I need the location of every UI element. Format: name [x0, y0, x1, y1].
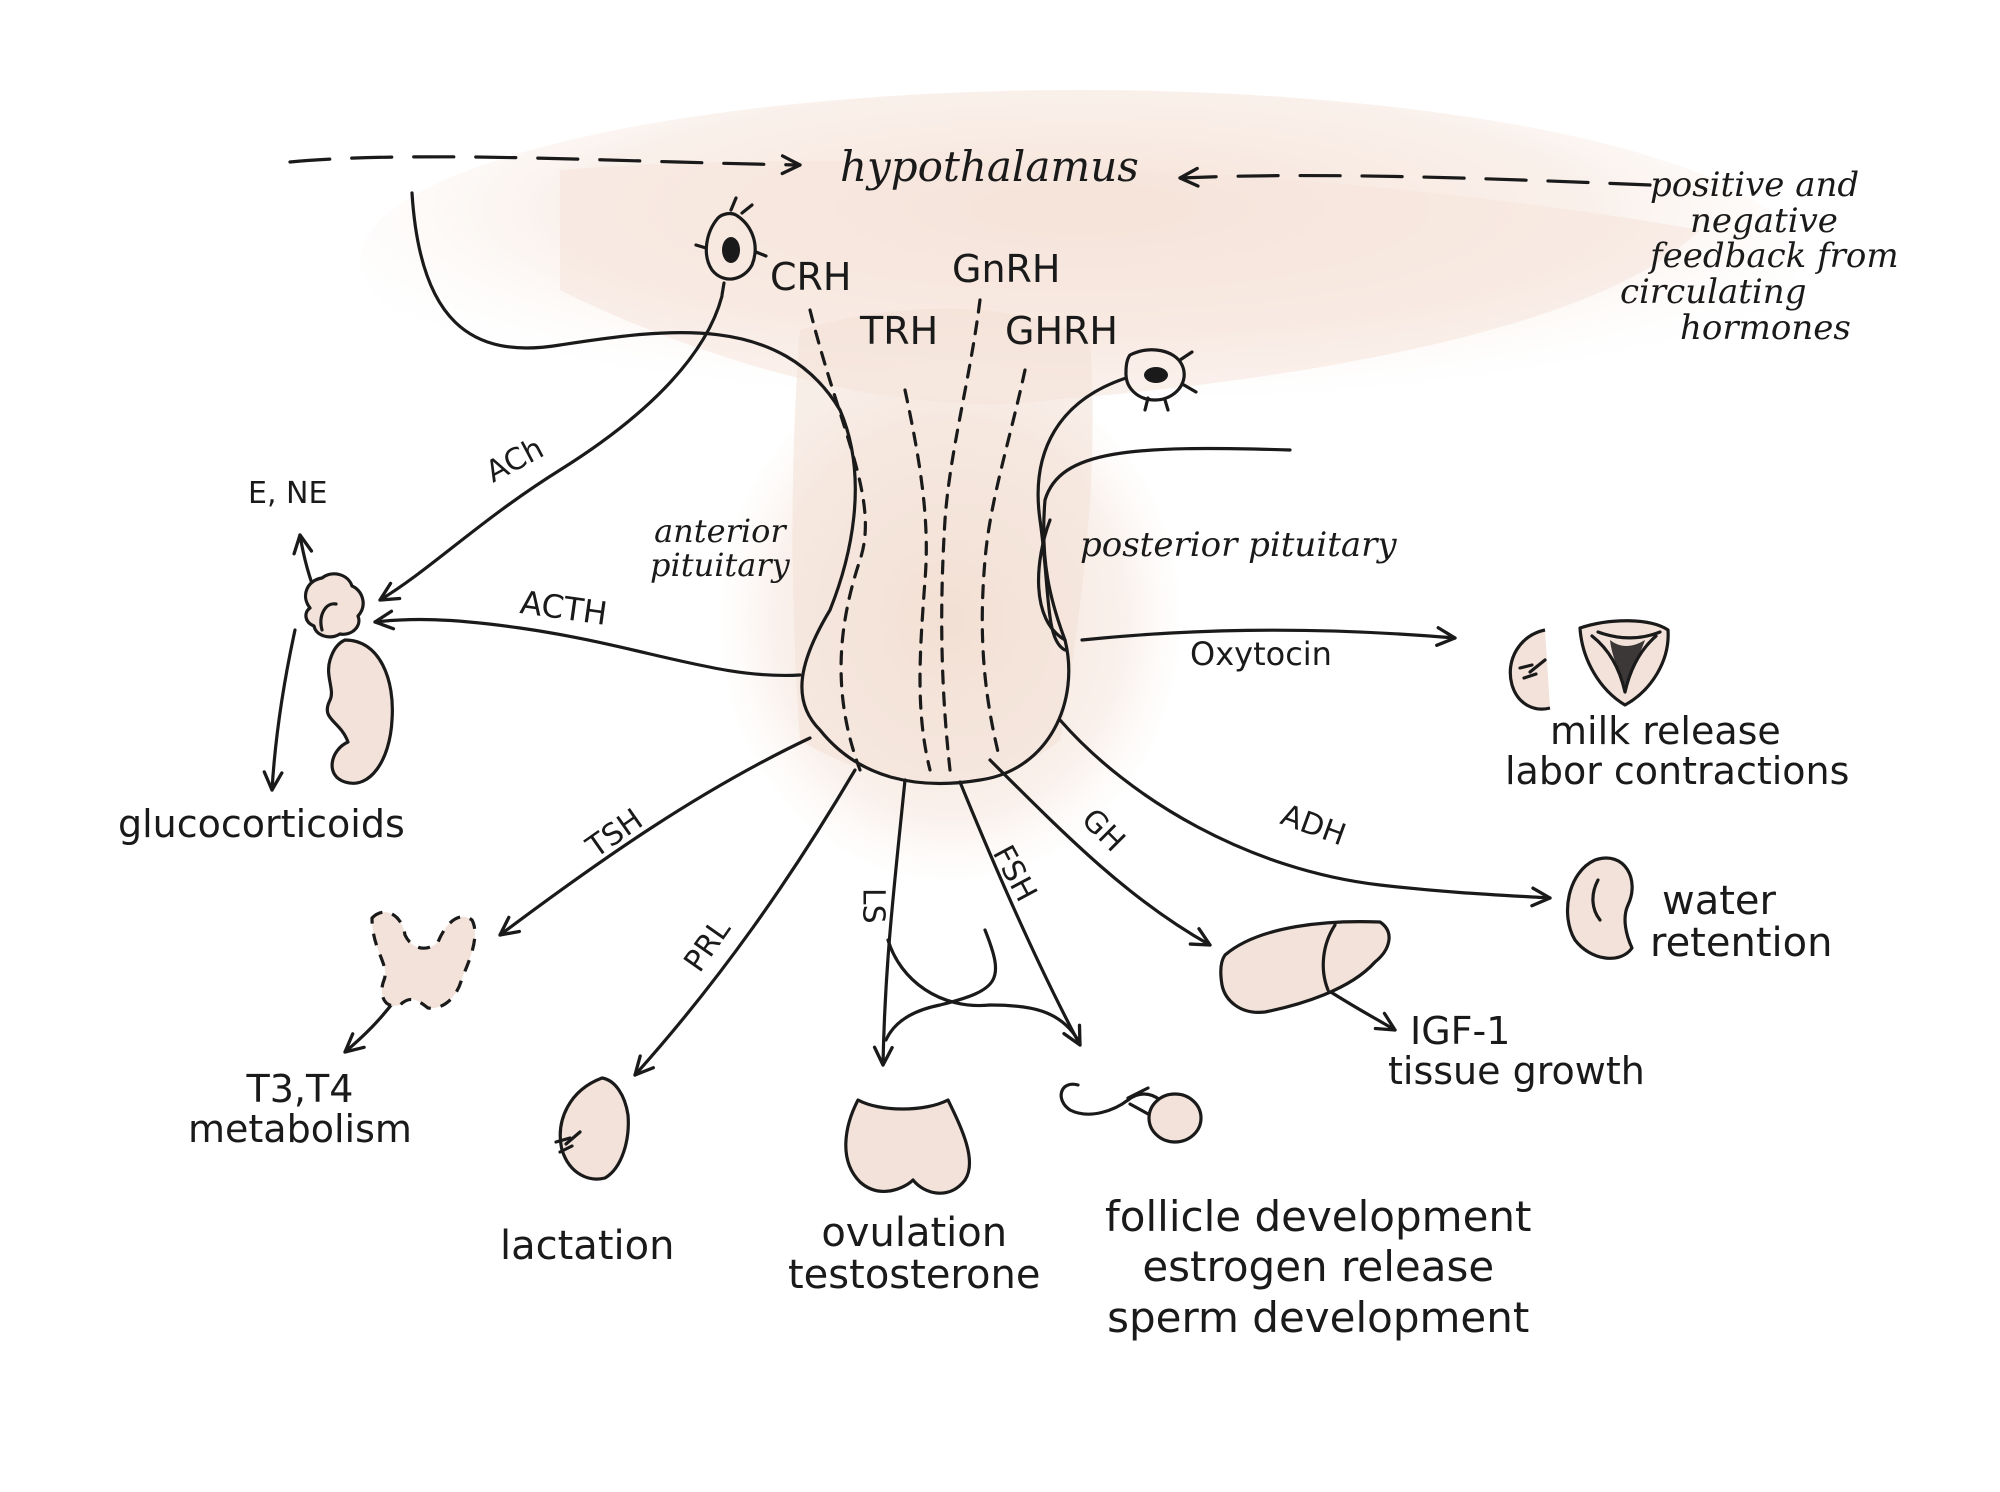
releasing-hormone-lines [808, 298, 1027, 772]
trh-label: TRH [860, 309, 939, 353]
ovulation-line-2: testosterone [788, 1252, 1041, 1298]
follicle-line-2: estrogen release [1142, 1242, 1495, 1292]
milk-line-1: milk release [1550, 709, 1781, 753]
e-ne-label: E, NE [248, 476, 328, 511]
milk-line-2: labor contractions [1505, 748, 1850, 793]
water-line-2: retention [1650, 920, 1833, 966]
hypothalamus-label: hypothalamus [840, 142, 1139, 191]
sperm-ovum-icon [1059, 1082, 1203, 1144]
t3t4-label: T3,T4 metabolism [188, 1067, 412, 1151]
neuron-right [1036, 348, 1198, 652]
ghrh-label: GHRH [1005, 309, 1118, 353]
anterior-line-1: anterior [654, 512, 786, 550]
follicle-line-1: follicle development [1105, 1192, 1532, 1241]
breast-icon-lactation [554, 1076, 630, 1181]
oxytocin-label: Oxytocin [1190, 635, 1332, 673]
adrenal-kidney-icon [304, 572, 394, 785]
lh-label: LS [855, 887, 891, 924]
feedback-label: positive and negative feedback from circ… [1620, 165, 1899, 348]
igf-line-2: tissue growth [1388, 1048, 1645, 1093]
ovulation-label: ovulation testosterone [788, 1212, 1040, 1296]
gnrh-label: GnRH [952, 247, 1061, 291]
feedback-line-5: hormones [1680, 307, 1851, 348]
thyroid-icon [370, 910, 477, 1010]
feedback-line-3: feedback from [1650, 236, 1899, 277]
uterus-icon [1578, 619, 1670, 707]
testes-icon [844, 1098, 971, 1195]
neuron-left [378, 196, 768, 602]
kidney-icon [1565, 856, 1634, 960]
follicle-line-3: sperm development [1107, 1292, 1530, 1342]
feedback-line-1: positive and [1650, 165, 1860, 205]
water-line-1: water [1662, 878, 1776, 924]
milk-release-label: milk release labor contractions [1505, 709, 1850, 793]
glucocorticoids-label: glucocorticoids [118, 802, 405, 846]
breast-icon-milk [1508, 628, 1551, 711]
anterior-line-2: pituitary [650, 545, 790, 584]
hypothalamus-wash [360, 90, 1800, 430]
feedback-line-2: negative [1690, 200, 1838, 241]
liver-icon [1219, 920, 1391, 1014]
t3t4-line-1: T3,T4 [246, 1067, 354, 1111]
ovulation-line-1: ovulation [821, 1210, 1008, 1256]
water-retention-label: water retention [1650, 880, 1832, 964]
t3t4-line-2: metabolism [188, 1106, 412, 1151]
feedback-line-4: circulating [1620, 272, 1807, 313]
posterior-pituitary-label: posterior pituitary [1080, 525, 1397, 565]
feedback-arrows [288, 154, 1652, 188]
igf-label: IGF-1 tissue growth [1388, 1009, 1645, 1093]
crh-label: CRH [770, 255, 852, 299]
follicle-label: follicle development estrogen release sp… [1105, 1192, 1532, 1343]
lactation-label: lactation [500, 1223, 675, 1269]
igf-line-1: IGF-1 [1410, 1009, 1511, 1053]
anterior-pituitary-label: anterior pituitary [650, 512, 790, 584]
